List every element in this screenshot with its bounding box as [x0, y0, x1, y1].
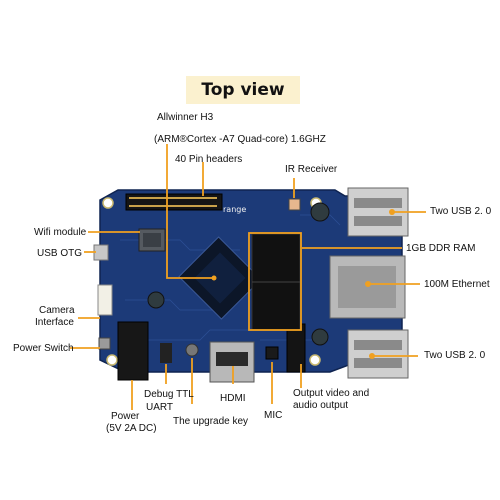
usb-otg-label: USB OTG	[37, 248, 83, 259]
callout-lines	[70, 144, 426, 410]
ir-receiver-component	[288, 198, 301, 211]
page-title: Top view	[201, 80, 285, 100]
hdmi-label: HDMI	[220, 393, 246, 404]
usb-port-bottom	[347, 329, 409, 379]
usb-otg-port	[93, 244, 109, 261]
capacitor	[311, 328, 329, 346]
mounting-hole	[106, 354, 118, 366]
debug-header	[160, 343, 172, 363]
pin-header	[125, 193, 223, 211]
upgrade-key-label: The upgrade key	[173, 416, 249, 427]
soc-label-line2: (ARM®Cortex -A7 Quad-core) 1.6GHZ	[154, 134, 326, 145]
camera-label-line2: Interface	[35, 317, 74, 328]
pin-headers-label: 40 Pin headers	[175, 154, 243, 165]
mounting-hole	[102, 197, 114, 209]
wifi-module-label: Wifi module	[34, 227, 87, 238]
board-logo-text: range	[223, 205, 246, 214]
pin-header-pins	[129, 197, 217, 207]
mic-label: MIC	[264, 410, 283, 421]
ddr-ram-label: 1GB DDR RAM	[406, 243, 476, 254]
power-label-line2: (5V 2A DC)	[106, 423, 157, 434]
av-jack	[286, 323, 306, 373]
camera-label-line1: Camera	[39, 305, 75, 316]
title-banner: Top view	[186, 76, 300, 104]
usb-bottom-label: Two USB 2. 0	[424, 350, 486, 361]
mic-component	[265, 346, 279, 360]
callout-dots	[211, 209, 395, 359]
power-switch-label: Power Switch	[13, 343, 74, 354]
mounting-hole	[309, 354, 321, 366]
ethernet-label: 100M Ethernet	[424, 279, 490, 290]
power-jack	[117, 321, 149, 381]
ir-receiver-label: IR Receiver	[285, 164, 338, 175]
debug-label-line2: UART	[146, 402, 174, 413]
soc-label-line1: Allwinner H3	[157, 112, 214, 123]
upgrade-key	[185, 343, 199, 357]
camera-connector	[97, 284, 113, 316]
output-label-line2: audio output	[293, 400, 349, 411]
power-switch-button	[98, 337, 111, 350]
debug-label-line1: Debug TTL	[144, 389, 194, 400]
power-label-line1: Power	[111, 411, 140, 422]
capacitor	[310, 202, 330, 222]
capacitor	[147, 291, 165, 309]
usb-top-label: Two USB 2. 0	[430, 206, 492, 217]
output-label-line1: Output video and	[293, 388, 370, 399]
